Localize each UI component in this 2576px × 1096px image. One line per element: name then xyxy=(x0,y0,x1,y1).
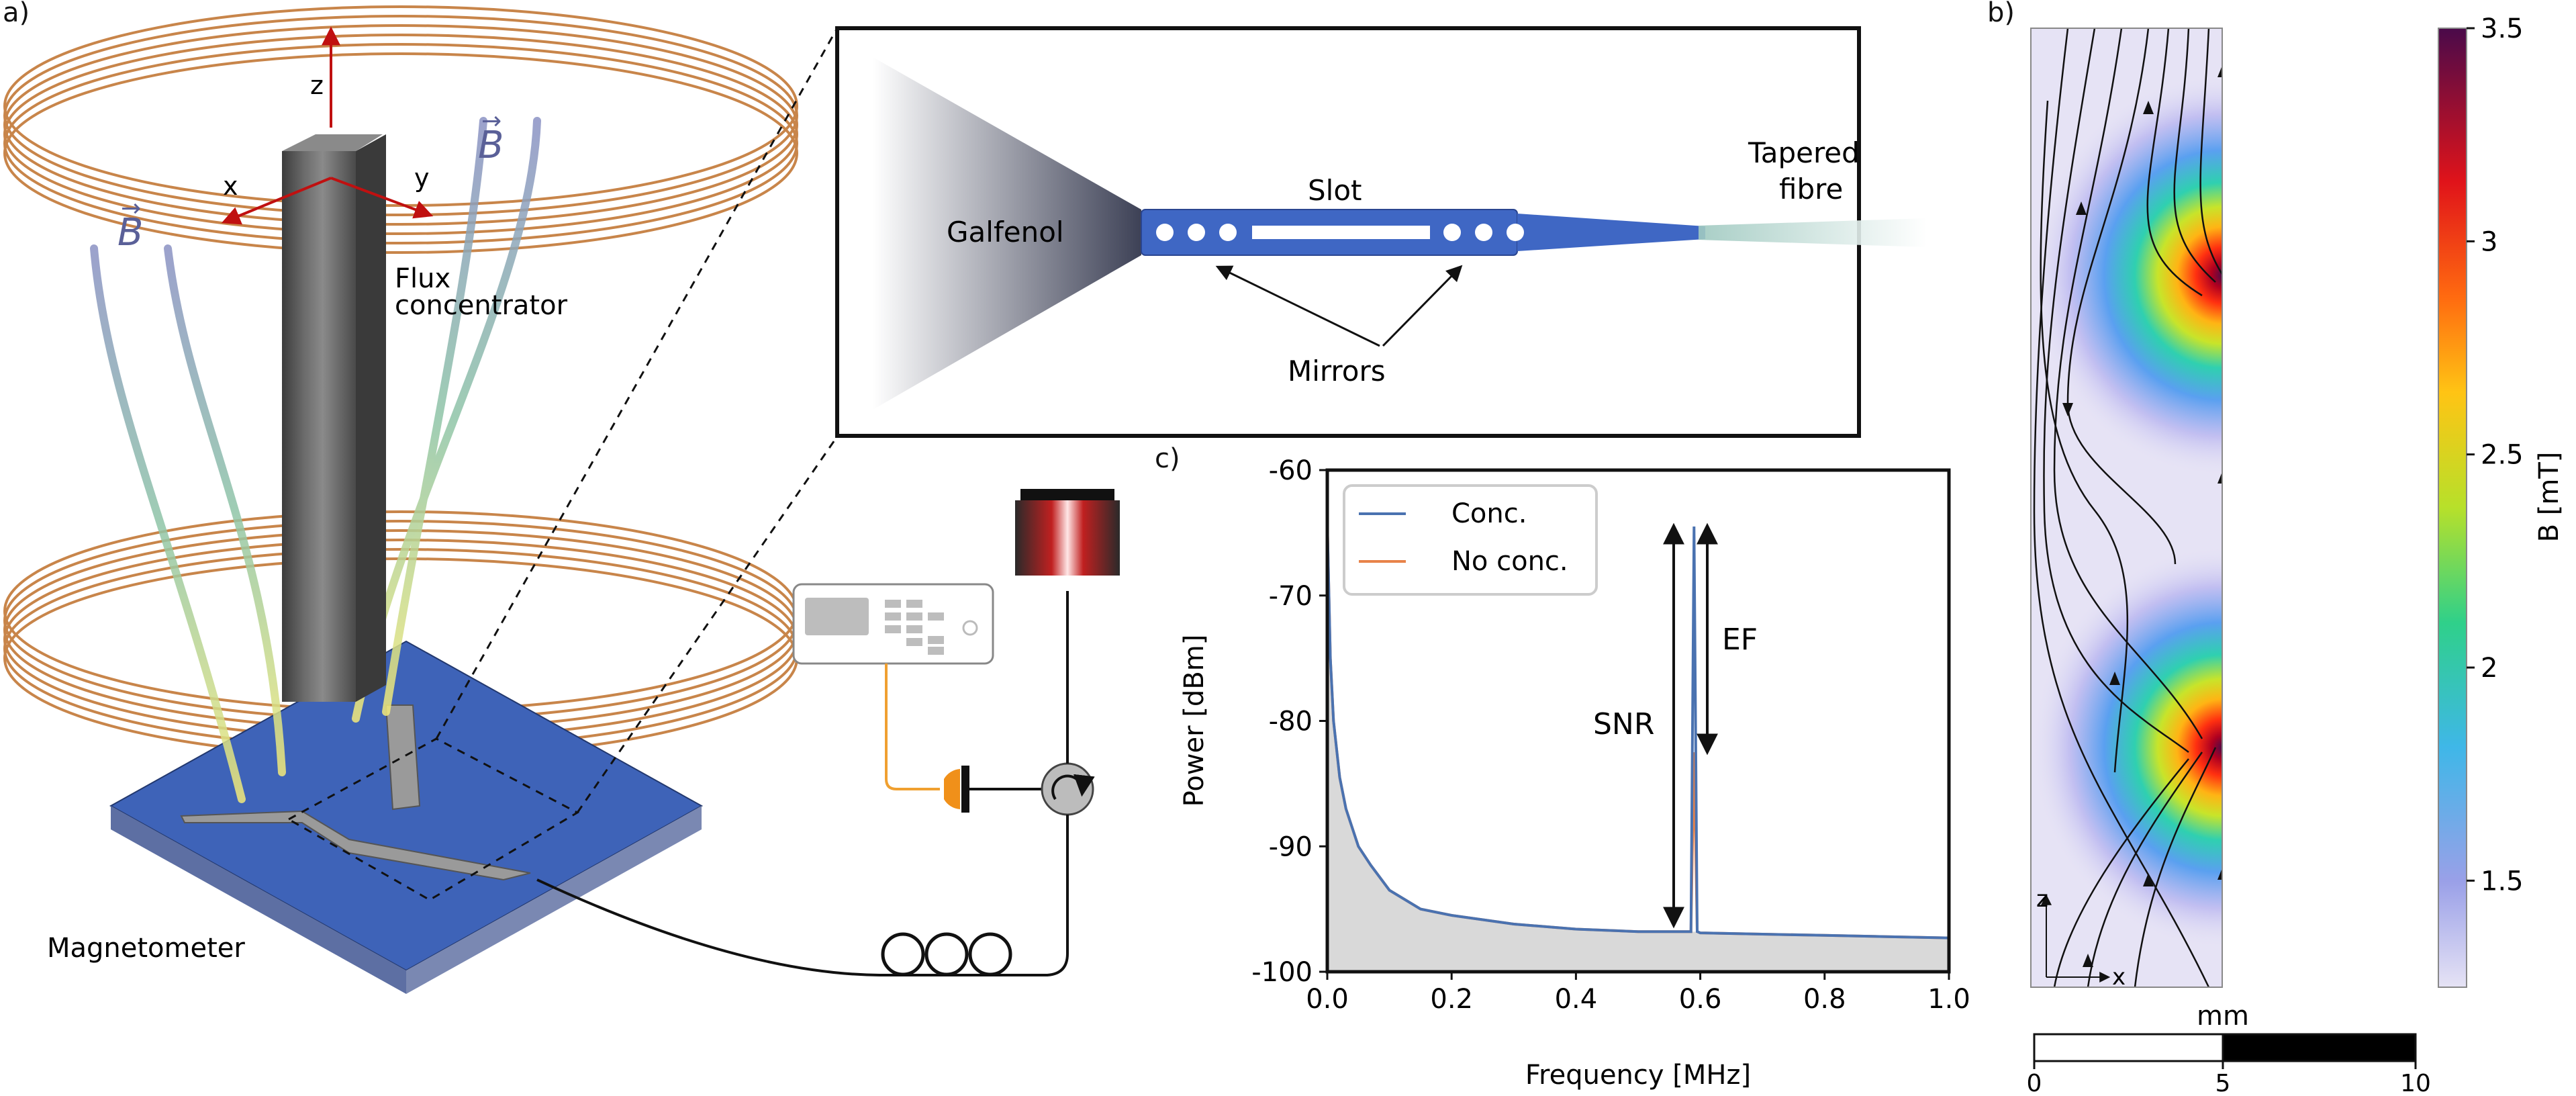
axis-label-y: y xyxy=(414,163,430,193)
colorbar-label: B [mT] xyxy=(2534,452,2565,543)
y-tick-label: -60 xyxy=(1269,455,1313,486)
legend-label-noconc: No conc. xyxy=(1451,546,1568,577)
streamline-arrows xyxy=(2062,65,2222,967)
colorbar-ticks: 3.5 3 2.5 2 1.5 xyxy=(2467,13,2524,897)
y-tick-label: -70 xyxy=(1269,581,1313,612)
zoom-box xyxy=(286,28,839,901)
x-tick-label: 0.2 xyxy=(1430,984,1473,1015)
x-tick-label: 0.4 xyxy=(1555,984,1598,1015)
snr-label: SNR xyxy=(1593,707,1654,741)
optical-setup xyxy=(536,489,1120,976)
colorbar: 3.5 3 2.5 2 1.5 B [mT] xyxy=(2438,13,2565,988)
scalebar-tick-5: 5 xyxy=(2215,1070,2231,1096)
flux-label-2: concentrator xyxy=(395,290,568,321)
x-tick-label: 0.8 xyxy=(1803,984,1846,1015)
series-line-conc xyxy=(1327,520,1949,940)
field-label-right: B xyxy=(478,124,504,167)
chart-series xyxy=(1327,520,1949,940)
field-axis-x: x xyxy=(2112,964,2126,991)
panel-label-b: b) xyxy=(1987,0,2015,28)
colorbar-tick-label: 2 xyxy=(2481,653,2497,684)
scalebar-tick-0: 0 xyxy=(2027,1070,2042,1096)
noise-floor-area xyxy=(1327,520,1949,972)
field-label-arrow-left: → xyxy=(121,195,141,222)
snr-ef-arrows xyxy=(1663,522,1718,929)
scalebar-tick-10: 10 xyxy=(2400,1070,2431,1096)
y-tick-label: -80 xyxy=(1269,706,1313,737)
tapered-label: Tapered xyxy=(1748,136,1860,169)
axis-label-x: x xyxy=(223,171,238,201)
magnetometer-label: Magnetometer xyxy=(47,933,245,964)
galfenol-label: Galfenol xyxy=(947,216,1064,248)
field-map: z x xyxy=(2030,28,2223,991)
mirror-holes xyxy=(1156,224,1524,241)
colorbar-tick-label: 2.5 xyxy=(2481,440,2524,471)
field-label-arrow-right: → xyxy=(481,107,502,135)
chart-area: 0.0 0.2 0.4 0.6 0.8 1.0 -60 -70 -80 -90 -100 Freq… xyxy=(1179,455,1970,1091)
y-axis-label: Power [dBm] xyxy=(1179,635,1210,807)
chart-noise-fill xyxy=(1327,520,1949,972)
x-tick-label: 0.0 xyxy=(1306,984,1349,1015)
legend: Conc. No conc. xyxy=(1343,484,1598,596)
colorbar-tick-label: 3.5 xyxy=(2481,13,2524,44)
field-label-left: B xyxy=(117,211,143,255)
y-tick-label: -100 xyxy=(1251,957,1313,988)
colorbar-tick-label: 1.5 xyxy=(2481,866,2524,897)
axis-label-z: z xyxy=(310,71,324,100)
slot-label: Slot xyxy=(1308,174,1362,207)
scalebar: mm 0 5 10 xyxy=(2027,1001,2431,1096)
scalebar-unit: mm xyxy=(2197,1001,2249,1032)
colorbar-tick-label: 3 xyxy=(2481,226,2497,257)
slot-inset xyxy=(835,26,1927,438)
coordinate-axes xyxy=(221,26,434,225)
flux-label: Flux xyxy=(395,263,450,294)
ef-label: EF xyxy=(1722,623,1758,657)
x-ticks: 0.0 0.2 0.4 0.6 0.8 1.0 xyxy=(1306,972,1970,1015)
field-axis-z: z xyxy=(2036,886,2048,913)
panel-label-a: a) xyxy=(3,0,30,28)
panel-label-c: c) xyxy=(1155,443,1180,474)
streamlines xyxy=(2033,28,2222,987)
legend-label-conc: Conc. xyxy=(1451,498,1527,529)
y-tick-label: -90 xyxy=(1269,831,1313,862)
x-tick-label: 0.6 xyxy=(1679,984,1722,1015)
fibre-label: fibre xyxy=(1779,173,1843,205)
x-tick-label: 1.0 xyxy=(1927,984,1970,1015)
y-ticks: -60 -70 -80 -90 -100 xyxy=(1251,455,1327,988)
mirrors-label: Mirrors xyxy=(1288,355,1386,387)
flux-concentrator xyxy=(282,134,386,702)
x-axis-label: Frequency [MHz] xyxy=(1525,1060,1751,1091)
